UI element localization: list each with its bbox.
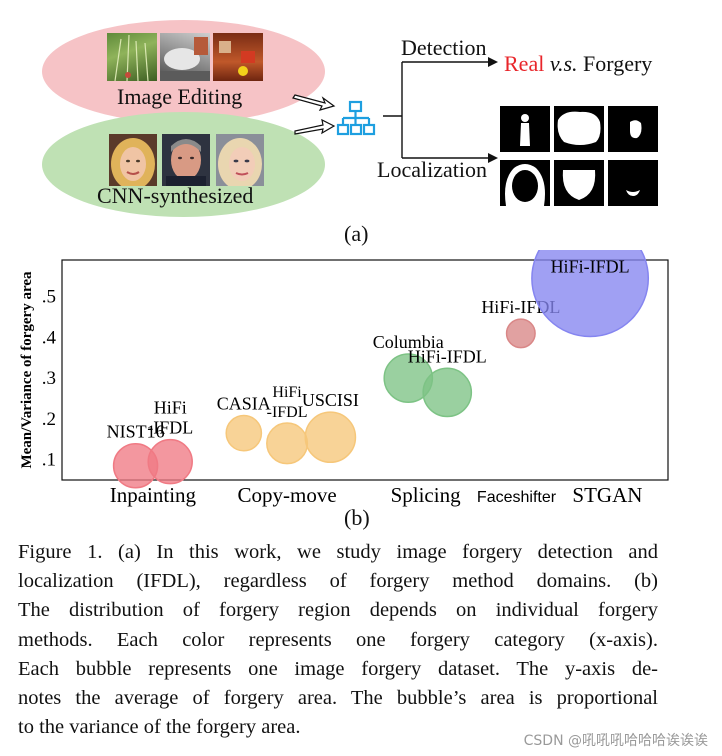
bubble: [505, 318, 536, 349]
mask-face-1: [500, 160, 550, 206]
x-category-label: Faceshifter: [477, 489, 557, 506]
editing-thumbnail-plant: [107, 33, 157, 81]
mask-person: [500, 106, 550, 152]
bubble-label: HiFi: [154, 398, 187, 418]
caption-line: Figure 1. (a) In this work, we study ima…: [18, 541, 658, 563]
bubble: [147, 438, 193, 485]
hierarchy-network-icon: [336, 100, 376, 136]
y-tick-label: .3: [42, 368, 56, 389]
figure-caption: Figure 1. (a) In this work, we study ima…: [18, 538, 658, 742]
caption-line: Each bubble represents one image forgery…: [18, 657, 658, 680]
detection-result: Real v.s. Forgery: [504, 51, 652, 77]
bubble-label: -IFDL: [267, 404, 308, 421]
bubble-label: USCISI: [302, 390, 359, 410]
hollow-arrow-cnn: [294, 118, 336, 135]
mask-face-2: [554, 160, 604, 206]
y-tick-label: .2: [42, 409, 56, 430]
synthesized-face-1: [109, 134, 157, 186]
bubble: [531, 250, 650, 338]
bubble: [225, 414, 263, 452]
result-vs: v.s.: [549, 51, 578, 76]
y-axis-label: Mean/Variance of forgery area: [19, 271, 35, 469]
y-tick-label: .5: [42, 287, 56, 308]
panel-a-connectors: [292, 57, 498, 163]
bubble-label: NIST16: [107, 422, 165, 442]
result-real: Real: [504, 51, 545, 76]
plot-frame: [61, 259, 669, 481]
x-category-label: Splicing: [391, 483, 462, 507]
bubble: [422, 367, 473, 418]
y-tick-label: .4: [42, 327, 57, 348]
bubble-label: HiFi-IFDL: [408, 346, 487, 366]
bubble: [266, 422, 309, 465]
mask-blob: [554, 106, 604, 152]
editing-thumbnail-cubes: [213, 33, 263, 81]
x-category-label: Copy-move: [238, 483, 337, 507]
x-category-label: STGAN: [572, 483, 642, 507]
caption-line: to the variance of the forgery area.: [18, 716, 301, 739]
panel-b-caption: (b): [344, 505, 370, 530]
synthesized-face-2: [162, 134, 210, 186]
hollow-arrow-editing: [292, 94, 336, 111]
bubble: [304, 411, 357, 464]
forgery-area-bubble-chart: Mean/Variance of forgery area .1 .2 .3 .4 .5I…: [19, 250, 669, 507]
bubble-label: HiFi: [272, 384, 302, 401]
caption-line: methods. Each color represents one forge…: [18, 628, 658, 651]
caption-line: localization (IFDL), regardless of forge…: [18, 570, 658, 593]
mask-face-3: [608, 160, 658, 206]
image-editing-label: Image Editing: [117, 84, 243, 109]
editing-thumbnail-street: [160, 33, 210, 81]
mask-small-object: [608, 106, 658, 152]
panel-a-caption: (a): [344, 221, 369, 246]
cnn-synthesized-label: CNN-synthesized: [97, 183, 254, 208]
watermark: CSDN @吼吼吼哈哈哈诶诶诶: [523, 733, 708, 749]
bubble-label: HiFi-IFDL: [551, 256, 630, 276]
synthesized-face-3: [216, 134, 264, 186]
caption-line: The distribution of forgery region depen…: [18, 599, 658, 622]
detection-label: Detection: [401, 35, 487, 60]
bubble-label: Columbia: [373, 332, 444, 352]
bubble-label: CASIA: [217, 394, 271, 414]
caption-line: notes the average of forgery area. The b…: [18, 687, 658, 710]
bubble-label: -IFDL: [147, 418, 193, 438]
y-tick-label: .1: [42, 450, 56, 471]
localization-label: Localization: [377, 157, 487, 182]
result-forgery: Forgery: [583, 51, 653, 76]
x-category-label: Inpainting: [110, 483, 197, 507]
